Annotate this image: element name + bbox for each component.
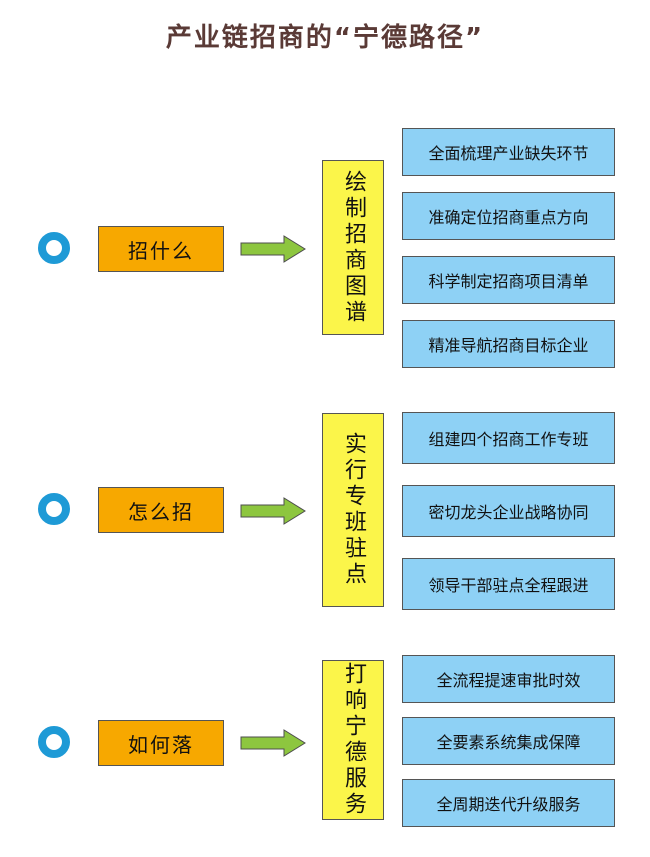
strategy-box: 绘制招商图谱 xyxy=(322,160,384,335)
list-item: 准确定位招商重点方向 xyxy=(402,192,615,240)
list-item: 全周期迭代升级服务 xyxy=(402,779,615,827)
list-item: 领导干部驻点全程跟进 xyxy=(402,558,615,610)
strategy-box: 打响宁德服务 xyxy=(322,660,384,820)
ring-icon xyxy=(38,232,70,264)
list-item: 全要素系统集成保障 xyxy=(402,717,615,765)
list-item: 组建四个招商工作专班 xyxy=(402,412,615,464)
list-item: 全流程提速审批时效 xyxy=(402,655,615,703)
list-item: 精准导航招商目标企业 xyxy=(402,320,615,368)
strategy-box: 实行专班驻点 xyxy=(322,413,384,607)
strategy-label: 实行专班驻点 xyxy=(341,432,366,588)
strategy-label: 绘制招商图谱 xyxy=(341,169,366,326)
question-box: 怎么招 xyxy=(98,487,224,533)
arrow-right-icon xyxy=(240,497,306,525)
page-title: 产业链招商的“宁德路径” xyxy=(165,23,485,53)
list-item: 全面梳理产业缺失环节 xyxy=(402,128,615,176)
strategy-label: 打响宁德服务 xyxy=(341,662,366,818)
arrow-right-icon xyxy=(240,235,306,263)
question-box: 如何落 xyxy=(98,720,224,766)
list-item: 科学制定招商项目清单 xyxy=(402,256,615,304)
list-item: 密切龙头企业战略协同 xyxy=(402,485,615,537)
ring-icon xyxy=(38,493,70,525)
question-box: 招什么 xyxy=(98,226,224,272)
ring-icon xyxy=(38,726,70,758)
arrow-right-icon xyxy=(240,729,306,757)
